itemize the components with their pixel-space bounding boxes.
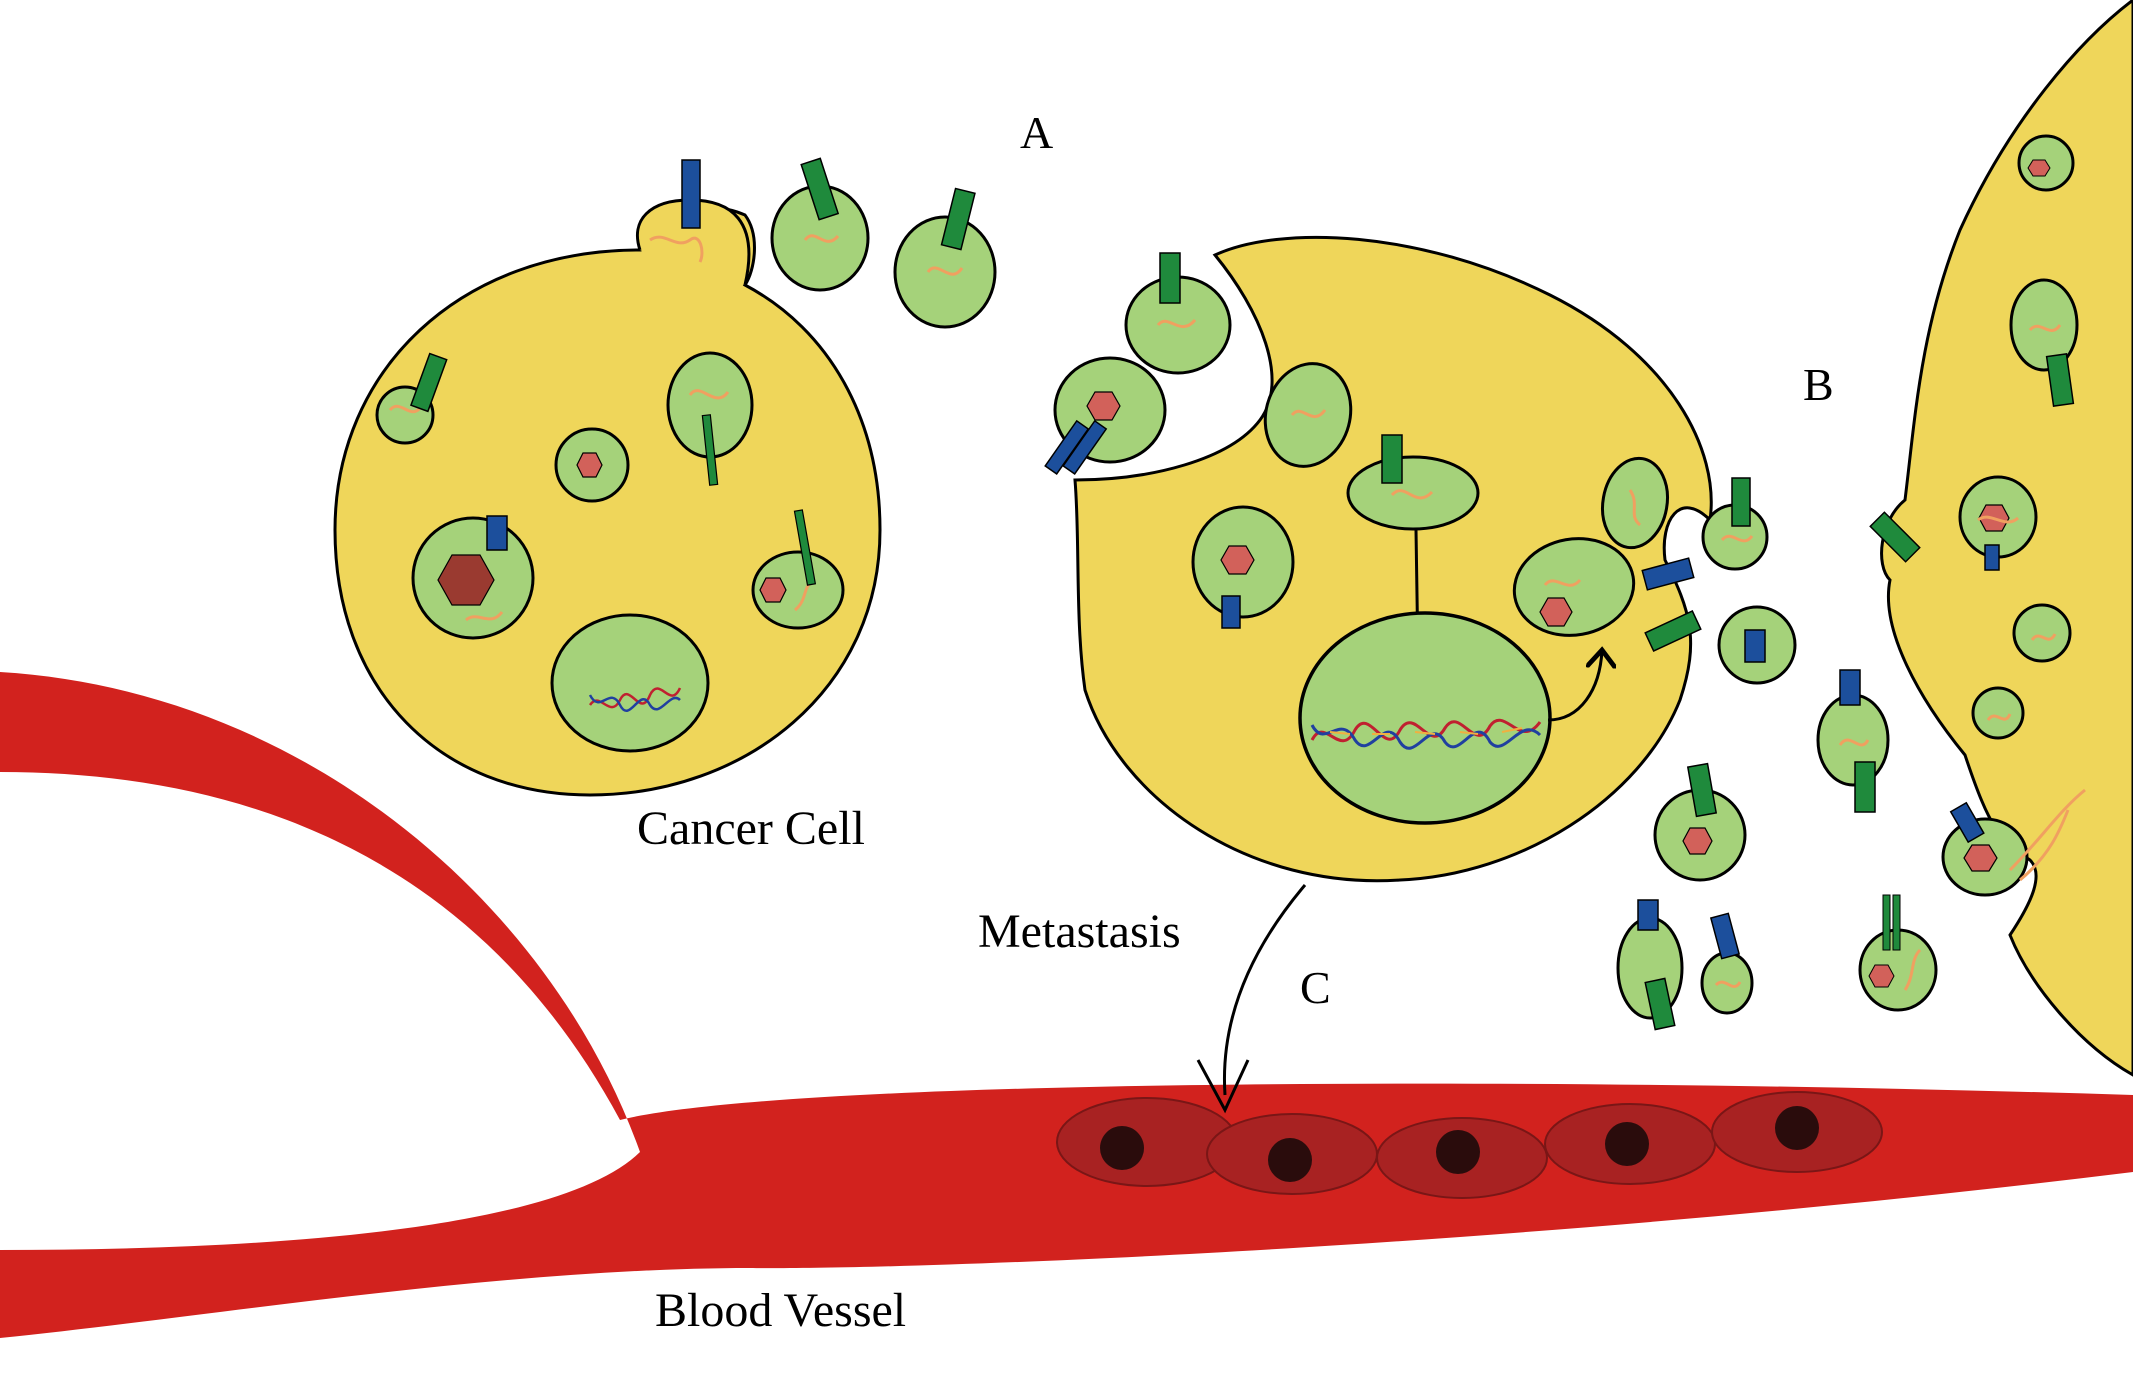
label-c: C — [1300, 962, 1331, 1013]
cell-nucleus — [1268, 1138, 1312, 1182]
cell-nucleus — [1605, 1122, 1649, 1166]
label-blood-vessel: Blood Vessel — [655, 1284, 907, 1337]
cell-nucleus — [550, 613, 710, 753]
free-vesicles-b — [1616, 477, 1938, 1031]
vesicle — [751, 550, 845, 630]
endothelial-cells — [1056, 1091, 1883, 1199]
label-cancer-cell: Cancer Cell — [637, 802, 865, 855]
rna-strand-icon — [649, 235, 704, 263]
hexagon-protein-icon — [437, 554, 495, 606]
metastasis-arrow — [1222, 884, 1307, 1096]
label-a: A — [1020, 107, 1054, 158]
cell-nucleus — [1100, 1126, 1144, 1170]
arrow-head — [1196, 1059, 1250, 1114]
hexagon-protein-icon — [576, 452, 603, 478]
cancer-cell — [333, 159, 882, 797]
free-vesicles-a — [770, 157, 997, 329]
cell-nucleus — [1298, 611, 1552, 825]
recipient-cell — [1869, 0, 2133, 1077]
blood-vessel — [0, 672, 2133, 1338]
receptor-icon — [410, 352, 448, 413]
docking-vesicles — [1044, 252, 1232, 475]
receptor-icon — [681, 159, 701, 229]
dna-helix-icon — [588, 687, 682, 713]
label-metastasis: Metastasis — [978, 905, 1181, 958]
metastatic-cell — [1073, 235, 1713, 883]
dna-helix-icon — [1310, 718, 1542, 750]
cell-nucleus — [1775, 1106, 1819, 1150]
cell-nucleus — [1436, 1130, 1480, 1174]
label-b: B — [1803, 359, 1834, 410]
